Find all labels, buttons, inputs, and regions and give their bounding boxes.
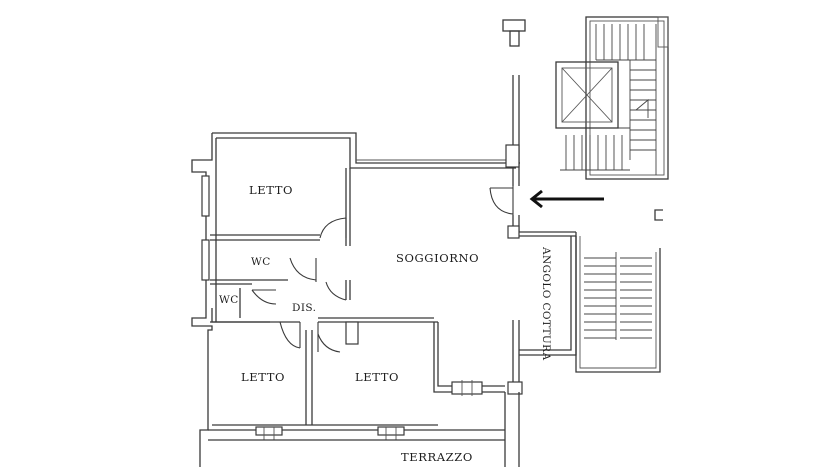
stairwell-bottom: [575, 232, 661, 373]
outlet-symbol: [654, 209, 663, 221]
vent-symbol: [502, 19, 526, 47]
room-label-wc-upper: WC: [251, 256, 271, 268]
room-label-angolo-cottura: ANGOLO COTTURA: [540, 246, 552, 360]
room-label-letto-bottom-right: LETTO: [355, 370, 399, 384]
room-label-letto-bottom-left: LETTO: [241, 370, 285, 384]
room-label-terrazzo: TERRAZZO: [401, 450, 473, 464]
room-label-wc-lower: WC: [219, 294, 239, 306]
room-label-letto-top: LETTO: [249, 183, 293, 197]
arrow-left-icon: [529, 189, 604, 209]
apartment-walls: [191, 75, 577, 467]
room-label-dis: DIS.: [292, 302, 316, 314]
interior-walls: [210, 168, 438, 425]
stairwell-top: [555, 16, 669, 180]
doors: [251, 186, 514, 353]
room-label-soggiorno: SOGGIORNO: [396, 251, 479, 265]
